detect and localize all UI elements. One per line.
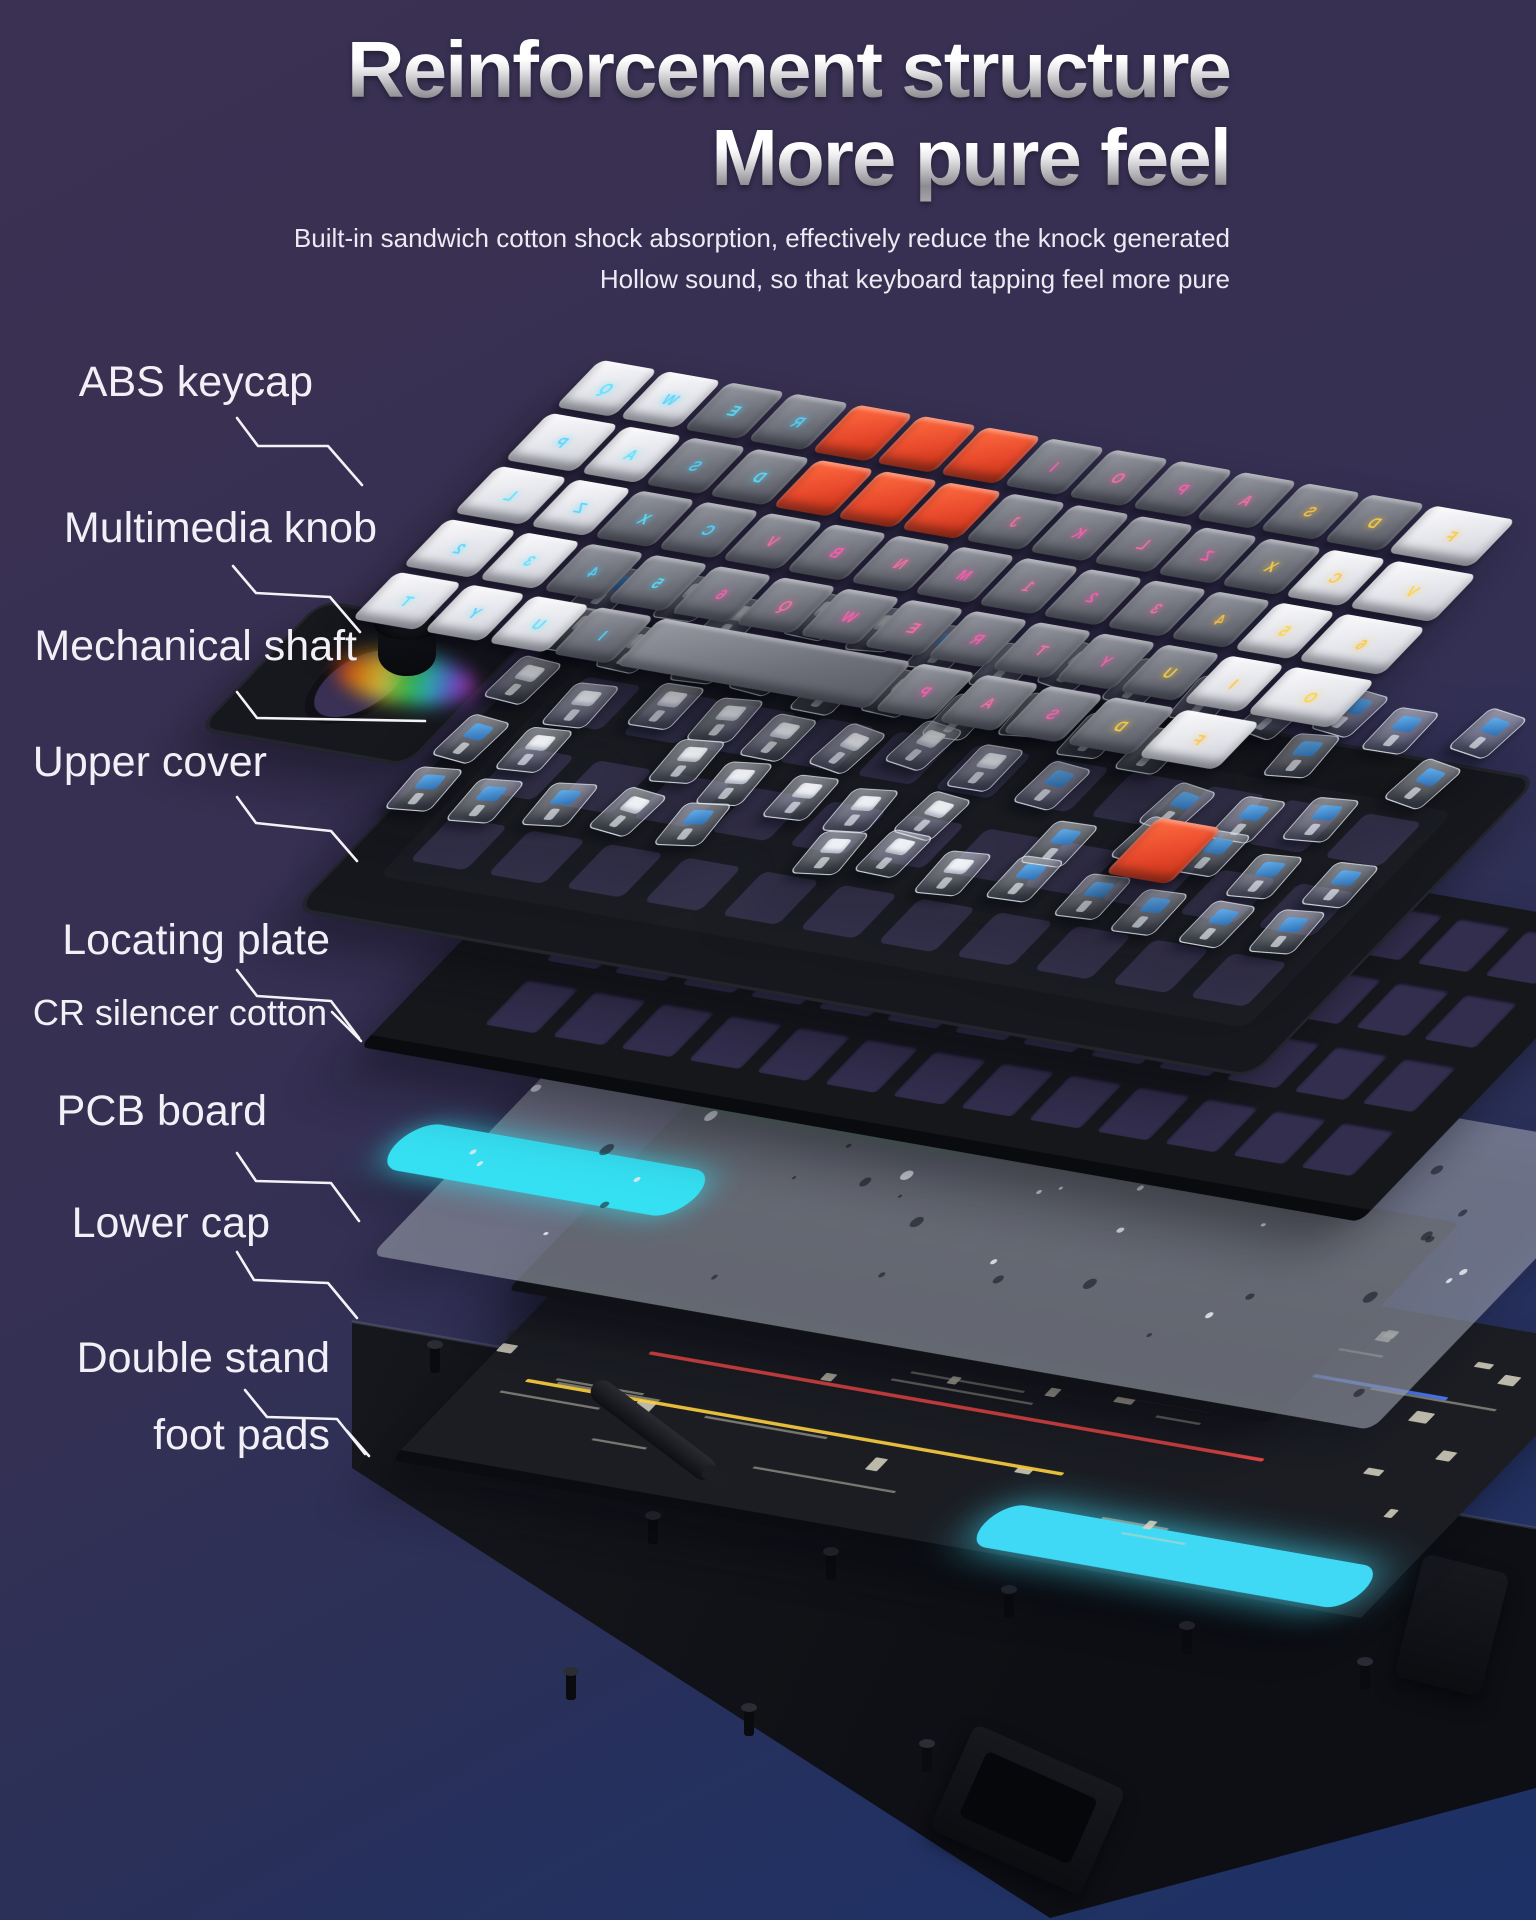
screw-post xyxy=(1001,1585,1017,1618)
leader-line-mechanical-shaft xyxy=(235,690,427,723)
leader-line-foot-pads xyxy=(345,1429,371,1458)
screw-post xyxy=(919,1739,935,1772)
screw-post xyxy=(563,1667,579,1700)
leader-line-locating-plate xyxy=(235,968,361,1040)
leader-line-pcb-board xyxy=(235,1151,361,1223)
callout-mechanical-shaft: Mechanical shaft xyxy=(34,622,357,670)
callout-cr-silencer-cotton: CR silencer cotton xyxy=(32,992,327,1033)
screw-post xyxy=(1357,1657,1373,1690)
leader-line-cr-silencer-cotton xyxy=(330,1010,363,1043)
callout-multimedia-knob: Multimedia knob xyxy=(63,504,377,552)
screw-post xyxy=(645,1511,661,1544)
callout-abs-keycap: ABS keycap xyxy=(78,358,313,406)
screw-post xyxy=(823,1547,839,1580)
screw-post xyxy=(741,1703,757,1736)
subtitle-line-2: Hollow sound, so that keyboard tapping f… xyxy=(599,264,1230,294)
subtitle: Built-in sandwich cotton shock absorptio… xyxy=(294,218,1230,300)
headline: Reinforcement structure More pure feel B… xyxy=(294,26,1232,300)
leader-line-abs-keycap xyxy=(235,416,364,487)
page-title-line-1: Reinforcement structure xyxy=(294,26,1232,114)
leader-line-multimedia-knob xyxy=(231,564,362,634)
screw-post xyxy=(1179,1621,1195,1654)
callout-lower-cap: Lower cap xyxy=(71,1199,270,1247)
leader-line-upper-cover xyxy=(235,795,359,863)
callout-foot-pads: foot pads xyxy=(153,1411,330,1459)
page-title-line-2: More pure feel xyxy=(294,114,1232,202)
subtitle-line-1: Built-in sandwich cotton shock absorptio… xyxy=(293,223,1230,253)
callout-locating-plate: Locating plate xyxy=(62,916,330,964)
screw-post xyxy=(427,1340,443,1373)
callout-upper-cover: Upper cover xyxy=(32,738,267,786)
leader-line-lower-cap xyxy=(235,1250,359,1320)
callout-pcb-board: PCB board xyxy=(56,1087,267,1135)
callout-double-stand: Double stand xyxy=(76,1334,330,1382)
